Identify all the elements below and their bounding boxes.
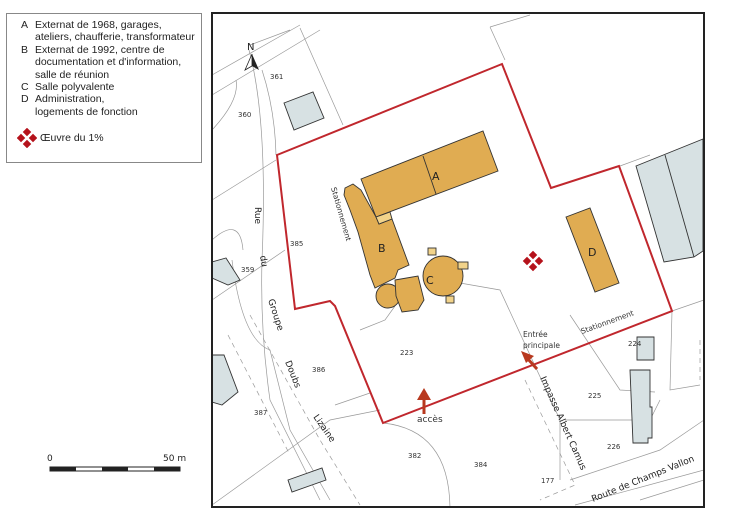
north-label: N	[247, 42, 254, 53]
parcel-number: 359	[241, 266, 254, 274]
street-du: du	[257, 255, 269, 268]
parcel-number: 223	[400, 349, 413, 357]
building-c-label: C	[426, 274, 434, 287]
legend-text: Administration, logements de fonction	[35, 93, 138, 118]
parcel-number: 385	[290, 240, 303, 248]
building-b	[343, 183, 410, 289]
scale-start-label: 0	[47, 454, 53, 464]
legend-artwork-label: Œuvre du 1%	[40, 132, 104, 145]
parcel-number: 386	[312, 366, 326, 374]
path-lines	[227, 314, 701, 506]
legend-item-d: D Administration, logements de fonction	[21, 93, 195, 118]
street-lizaine: Lizaine	[311, 413, 338, 445]
parcel-number: 226	[607, 443, 621, 451]
street-doubs: Doubs	[282, 359, 302, 389]
scale-bar: 0 50 m	[47, 454, 186, 472]
access-arrow-icon	[417, 388, 431, 414]
north-arrow-icon: N	[244, 42, 259, 71]
legend: A Externat de 1968, garages, ateliers, ch…	[6, 13, 202, 163]
legend-key: D	[21, 93, 29, 106]
parcel-number: 382	[408, 452, 421, 460]
site-boundary	[275, 62, 674, 425]
legend-text: Salle polyvalente	[35, 81, 115, 94]
legend-text: Externat de 1968, garages, ateliers, cha…	[35, 19, 195, 44]
entrance-label: principale	[523, 341, 560, 350]
building-a-label: A	[432, 170, 440, 183]
legend-key: B	[21, 43, 29, 56]
parcel-number: 225	[588, 392, 601, 400]
legend-item-b: B Externat de 1992, centre de documentati…	[21, 44, 195, 81]
legend-artwork: Œuvre du 1%	[17, 128, 195, 149]
parcel-number: 360	[238, 111, 251, 119]
street-route: Route de Champs Vallon	[590, 454, 696, 504]
entrance-arrow-icon	[521, 351, 539, 371]
neighbor-buildings	[212, 91, 704, 493]
parcel-number: 384	[474, 461, 488, 469]
scale-end-label: 50 m	[163, 454, 186, 464]
legend-item-c: C Salle polyvalente	[21, 81, 195, 93]
access-label: accès	[417, 414, 443, 425]
building-d	[565, 207, 620, 293]
legend-key: C	[21, 81, 29, 94]
red-diamond-cluster-icon	[17, 128, 37, 149]
street-groupe: Groupe	[265, 298, 285, 333]
street-rue: Rue	[252, 207, 262, 225]
building-b-label: B	[378, 242, 386, 255]
parcel-number: 387	[254, 409, 267, 417]
map-frame	[211, 12, 705, 508]
legend-text: Externat de 1992, centre de documentatio…	[35, 43, 182, 81]
building-c	[422, 255, 464, 297]
parcel-number: 224	[628, 340, 642, 348]
parcel-number: 361	[270, 73, 283, 81]
legend-key: A	[21, 19, 29, 31]
parking-label: Stationnement	[580, 308, 635, 336]
parcel-number: 177	[541, 477, 554, 485]
street-impasse: Impasse Albert Camus	[537, 375, 587, 472]
parcel-lines	[212, 14, 704, 507]
entrance-label: Entrée	[523, 330, 548, 339]
parcel-numbers: 361 360 385 359 386 387 223 382 384 177 …	[238, 73, 642, 485]
artwork-marker-icon	[522, 250, 544, 272]
legend-item-a: A Externat de 1968, garages, ateliers, ch…	[21, 19, 195, 44]
building-d-label: D	[588, 246, 596, 259]
